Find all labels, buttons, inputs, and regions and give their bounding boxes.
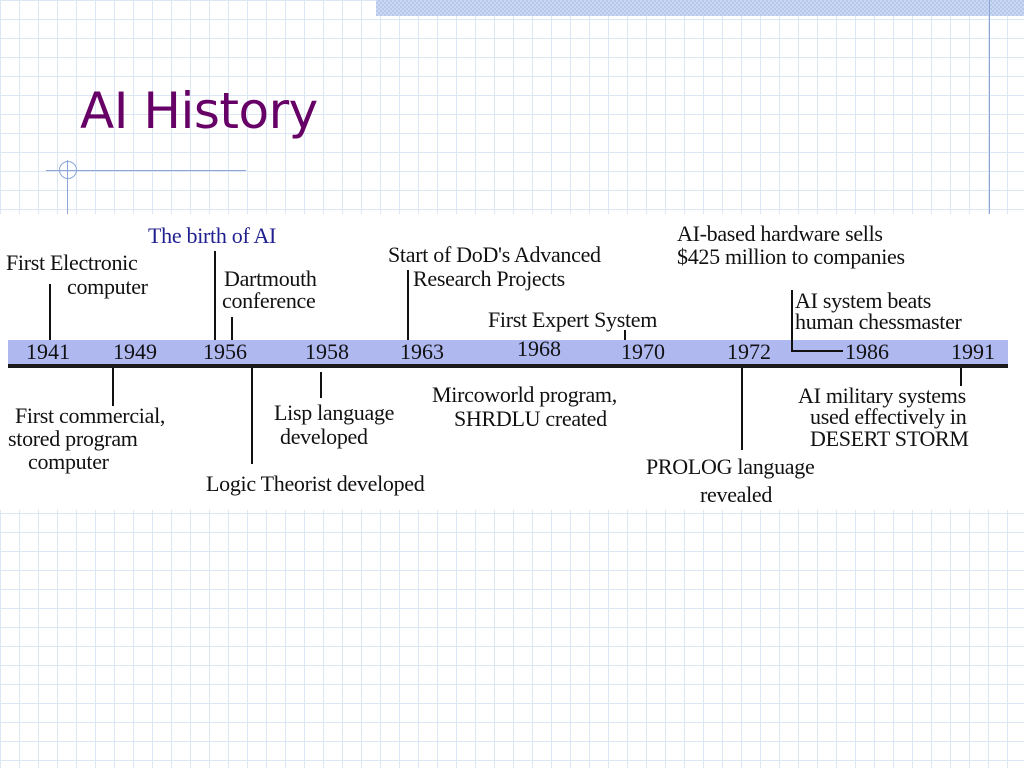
connector-1991: [960, 368, 962, 386]
title-ring-ornament: [59, 161, 77, 179]
year-label-1991: 1991: [951, 339, 995, 364]
event-military-line1: AI military systems: [798, 383, 966, 408]
event-microworld-line2: SHRDLU created: [454, 406, 607, 431]
connector-1956-logic: [251, 368, 253, 464]
event-commercial-line2: stored program: [8, 426, 138, 451]
event-prolog-line2: revealed: [700, 482, 773, 507]
year-label-1968: 1968: [517, 336, 561, 361]
year-label-1970: 1970: [621, 339, 665, 364]
year-label-1956: 1956: [203, 339, 247, 364]
event-commercial-line1: First commercial,: [15, 403, 166, 428]
year-label-1972: 1972: [727, 339, 771, 364]
event-lisp-line1: Lisp language: [274, 400, 395, 425]
event-dartmouth-line1: Dartmouth: [224, 266, 317, 291]
connector-1941: [49, 284, 51, 340]
year-label-1963: 1963: [400, 339, 444, 364]
connector-1949: [112, 368, 114, 406]
event-dartmouth-line2: conference: [222, 288, 316, 313]
event-commercial-line3: computer: [28, 449, 109, 474]
event-military-line2: used effectively in: [810, 404, 967, 429]
slide-title: AI History: [80, 82, 318, 140]
event-hardware-line2: $425 million to companies: [677, 244, 905, 269]
year-label-1941: 1941: [26, 339, 70, 364]
event-chess-line2: human chessmaster: [795, 309, 962, 334]
event-hardware-line1: AI-based hardware sells: [677, 221, 883, 246]
event-dod-line1: Start of DoD's Advanced: [388, 242, 601, 267]
header-decorative-band: [376, 0, 1024, 16]
timeline-axis-band: [8, 340, 1008, 364]
connector-1970: [624, 330, 626, 340]
event-military-line3: DESERT STORM: [810, 426, 969, 451]
title-vertical-rule: [67, 160, 68, 214]
connector-1972: [741, 368, 743, 450]
connector-1963: [407, 270, 409, 340]
event-dod-line2: Research Projects: [413, 266, 565, 291]
title-underline: [46, 170, 246, 171]
event-logic-theorist: Logic Theorist developed: [206, 471, 425, 496]
event-expert-system: First Expert System: [488, 307, 658, 332]
event-chess-line1: AI system beats: [795, 288, 932, 313]
connector-1986-horizontal: [791, 350, 843, 352]
connector-1958: [320, 372, 322, 398]
right-vertical-rule: [989, 0, 990, 214]
event-birth-of-ai: The birth of AI: [148, 223, 277, 248]
connector-1956-dartmouth: [231, 317, 233, 340]
event-first-electronic-line1: First Electronic: [6, 250, 138, 275]
year-label-1949: 1949: [113, 339, 157, 364]
year-label-1958: 1958: [305, 339, 349, 364]
connector-1956-birth: [214, 251, 216, 340]
event-first-electronic-line2: computer: [67, 274, 148, 299]
connector-1986-vertical: [791, 290, 793, 352]
year-label-1986: 1986: [845, 339, 889, 364]
event-microworld-line1: Mircoworld program,: [432, 382, 617, 407]
event-prolog-line1: PROLOG language: [646, 454, 815, 479]
timeline-axis-shadow: [8, 364, 1008, 368]
event-lisp-line2: developed: [280, 424, 368, 449]
